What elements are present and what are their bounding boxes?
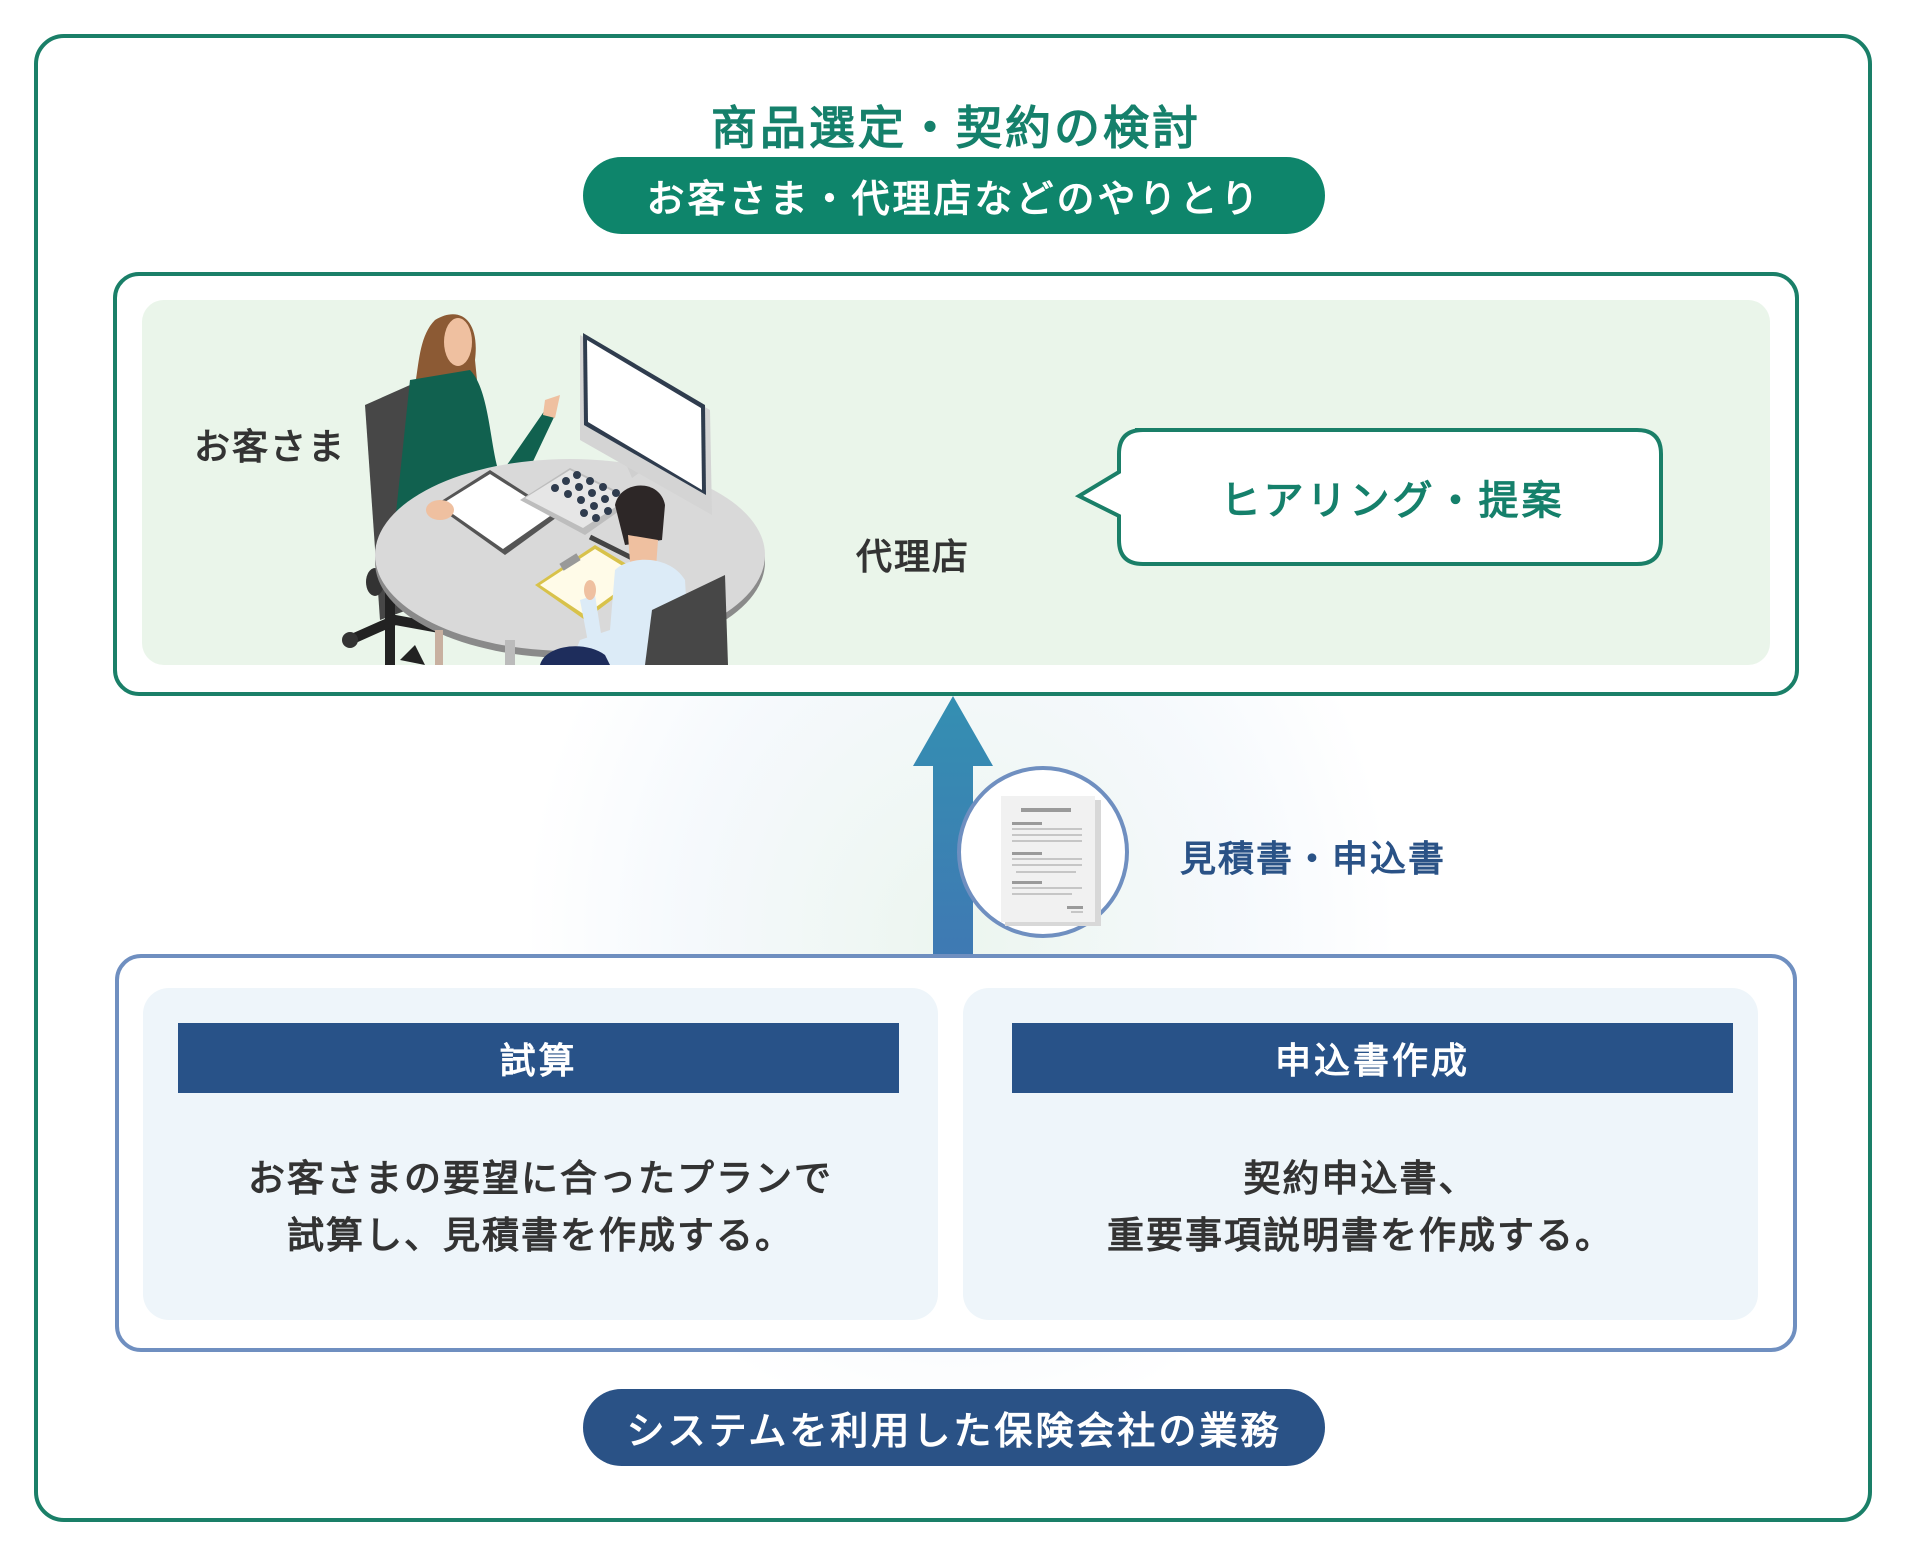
card-estimate-body: お客さまの要望に合ったプランで 試算し、見積書を作成する。 bbox=[143, 1150, 938, 1264]
card-estimate-header: 試算 bbox=[178, 1023, 899, 1093]
keyboard-icon bbox=[520, 468, 635, 535]
system-pill: システムを利用した保険会社の業務 bbox=[583, 1389, 1325, 1466]
customer-label: お客さま bbox=[194, 427, 347, 468]
document-icon bbox=[1001, 796, 1101, 926]
agent-chair bbox=[645, 575, 728, 665]
document-label: 見積書・申込書 bbox=[1180, 839, 1447, 880]
card-application-line: 重要事項説明書を作成する。 bbox=[1107, 1214, 1614, 1257]
card-estimate-line: お客さまの要望に合ったプランで bbox=[248, 1157, 833, 1200]
agent-label: 代理店 bbox=[856, 537, 971, 578]
page-title: 商品選定・契約の検討 bbox=[711, 101, 1201, 155]
card-estimate-title: 試算 bbox=[499, 1041, 578, 1082]
interaction-pill: お客さま・代理店などのやりとり bbox=[583, 157, 1325, 234]
tablet-icon bbox=[426, 470, 560, 555]
document-badge bbox=[957, 766, 1129, 938]
interaction-pill-label: お客さま・代理店などのやりとり bbox=[646, 177, 1262, 221]
outer-frame bbox=[34, 34, 1872, 1522]
card-application-header: 申込書作成 bbox=[1012, 1023, 1733, 1093]
meeting-illustration bbox=[340, 300, 860, 665]
speech-bubble bbox=[1075, 428, 1663, 566]
card-estimate-line: 試算し、見積書を作成する。 bbox=[287, 1214, 794, 1257]
card-application-line: 契約申込書、 bbox=[1243, 1157, 1478, 1200]
system-pill-label: システムを利用した保険会社の業務 bbox=[626, 1409, 1282, 1453]
card-application-body: 契約申込書、 重要事項説明書を作成する。 bbox=[963, 1150, 1758, 1264]
monitor-icon bbox=[580, 333, 712, 515]
card-application-title: 申込書作成 bbox=[1274, 1041, 1470, 1082]
speech-bubble-text: ヒアリング・提案 bbox=[1220, 478, 1565, 524]
